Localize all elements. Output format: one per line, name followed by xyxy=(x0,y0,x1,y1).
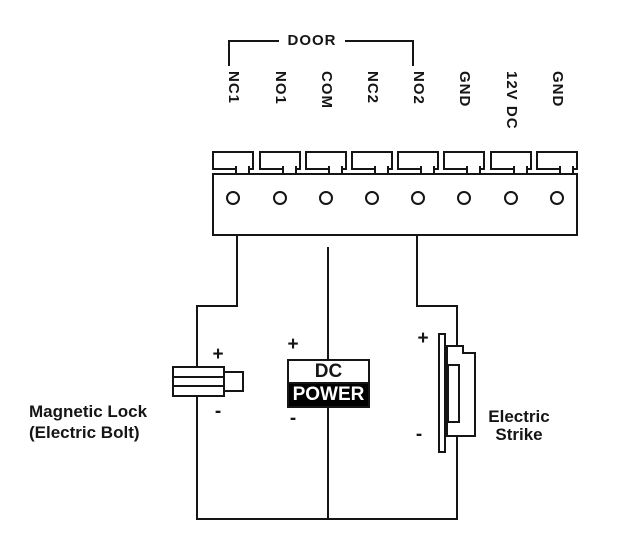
wire-lock-minus-down xyxy=(196,395,198,520)
magnetic-lock-knob xyxy=(223,371,244,392)
terminal-label-no1: NO1 xyxy=(272,71,289,105)
terminal-tab xyxy=(351,151,393,170)
dc-power-label-dc: DC xyxy=(289,361,368,384)
terminal-tab xyxy=(212,151,254,170)
terminal-block xyxy=(212,173,578,236)
wire-to-lock-plus xyxy=(196,305,198,367)
wire-negative-bus xyxy=(196,518,458,520)
terminal-label-gnd-2: GND xyxy=(549,71,566,108)
terminal-screw xyxy=(550,191,564,205)
terminal-label-nc2: NC2 xyxy=(364,71,381,105)
terminal-tab-stem xyxy=(466,166,481,173)
terminal-screw xyxy=(319,191,333,205)
terminal-screw xyxy=(411,191,425,205)
dc-power-minus-sign: - xyxy=(289,408,297,429)
wire-nc1-jog xyxy=(196,305,238,307)
wire-nc1-down xyxy=(236,236,238,307)
magnetic-lock-caption-line1: Magnetic Lock xyxy=(29,402,148,421)
terminal-label-com: COM xyxy=(318,71,335,109)
terminal-tab xyxy=(259,151,301,170)
terminal-tab xyxy=(443,151,485,170)
electric-strike-plus-sign: + xyxy=(417,328,429,349)
terminal-label-12vdc: 12V DC xyxy=(503,71,520,130)
dc-power-label-power: POWER xyxy=(289,384,368,406)
magnetic-lock-caption: Magnetic Lock (Electric Bolt) xyxy=(29,401,147,443)
terminal-label-nc1: NC1 xyxy=(225,71,242,105)
dc-power-block: DC POWER xyxy=(287,359,370,408)
door-bracket-left-leg xyxy=(228,40,230,66)
electric-strike-minus-sign: - xyxy=(415,424,423,445)
terminal-tab-stem xyxy=(328,166,343,173)
wire-power-minus-down xyxy=(327,408,329,520)
terminal-label-gnd-1: GND xyxy=(456,71,473,108)
terminal-tab xyxy=(305,151,347,170)
dc-power-plus-sign: + xyxy=(287,334,299,355)
terminal-tab xyxy=(397,151,439,170)
terminal-screw xyxy=(365,191,379,205)
magnetic-lock-body xyxy=(172,366,225,397)
magnetic-lock-caption-line2: (Electric Bolt) xyxy=(29,423,140,442)
terminal-label-no2: NO2 xyxy=(410,71,427,105)
terminal-screw xyxy=(504,191,518,205)
terminal-tab-stem xyxy=(374,166,389,173)
terminal-screw xyxy=(226,191,240,205)
door-group-label: DOOR xyxy=(279,32,345,49)
electric-strike-top-tab xyxy=(446,345,464,354)
electric-strike-caption-line1: Electric xyxy=(488,407,550,426)
terminal-screw xyxy=(273,191,287,205)
terminal-tab xyxy=(490,151,532,170)
terminal-tab xyxy=(536,151,578,170)
wire-no2-jog xyxy=(416,305,458,307)
electric-strike-caption-line2: Strike xyxy=(495,425,543,444)
wire-com-to-power-plus xyxy=(327,247,329,359)
terminal-tab-stem xyxy=(282,166,297,173)
door-bracket-right-leg xyxy=(412,40,414,66)
wire-no2-down xyxy=(416,236,418,307)
terminal-tab-stem xyxy=(420,166,435,173)
magnetic-lock-minus-sign: - xyxy=(214,401,222,422)
wire-to-strike-plus xyxy=(456,305,458,346)
wire-strike-minus-down xyxy=(456,437,458,520)
magnetic-lock-plus-sign: + xyxy=(212,344,224,365)
magnetic-lock-lamination-line xyxy=(174,385,223,387)
electric-strike-caption: Electric Strike xyxy=(477,408,561,444)
electric-strike-keeper xyxy=(447,364,460,423)
electric-strike-faceplate xyxy=(438,333,446,453)
magnetic-lock-lamination-line xyxy=(174,376,223,378)
terminal-tab-stem xyxy=(513,166,528,173)
terminal-tab-stem xyxy=(235,166,250,173)
terminal-screw xyxy=(457,191,471,205)
terminal-tab-stem xyxy=(559,166,574,173)
